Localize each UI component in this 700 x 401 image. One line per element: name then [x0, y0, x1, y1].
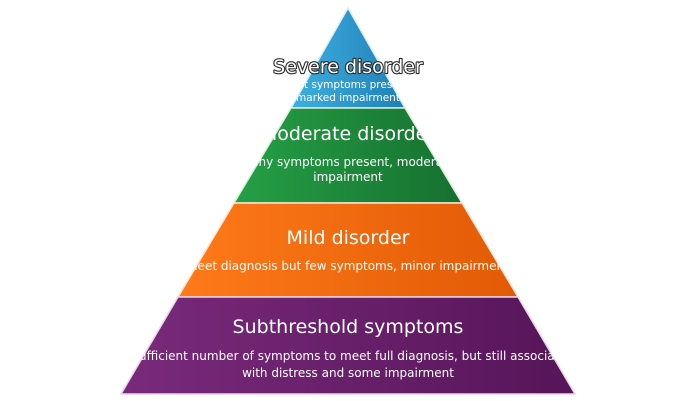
- tier-mild-description-line-1: Meet diagnosis but few symptoms, minor i…: [187, 259, 509, 273]
- tier-severe-description-line-2: marked impairment: [296, 92, 400, 104]
- tier-mild-title: Mild disorder: [287, 227, 410, 249]
- tier-severe-title: Severe disorder: [273, 56, 423, 78]
- tier-subthreshold: Subthreshold symptoms Insufficient numbe…: [119, 296, 577, 395]
- tier-subthreshold-title: Subthreshold symptoms: [233, 316, 464, 338]
- tier-mild-shape: [176, 202, 520, 298]
- tier-subthreshold-shape: [119, 296, 577, 395]
- tier-severe: Severe disorder Most symptoms present, m…: [272, 6, 424, 109]
- tier-subthreshold-description-line-1: Insufficient number of symptoms to meet …: [122, 349, 575, 363]
- tier-moderate-description-line-1: Many symptoms present, moderate: [241, 155, 455, 169]
- tier-mild: Mild disorder Meet diagnosis but few sym…: [176, 202, 520, 298]
- tier-subthreshold-description-line-2: with distress and some impairment: [242, 366, 454, 380]
- tier-severe-description-line-1: Most symptoms present,: [283, 79, 413, 91]
- tier-moderate-title: Moderate disorder: [261, 123, 435, 145]
- tier-moderate: Moderate disorder Many symptoms present,…: [232, 107, 464, 204]
- tier-moderate-description-line-2: impairment: [313, 170, 383, 184]
